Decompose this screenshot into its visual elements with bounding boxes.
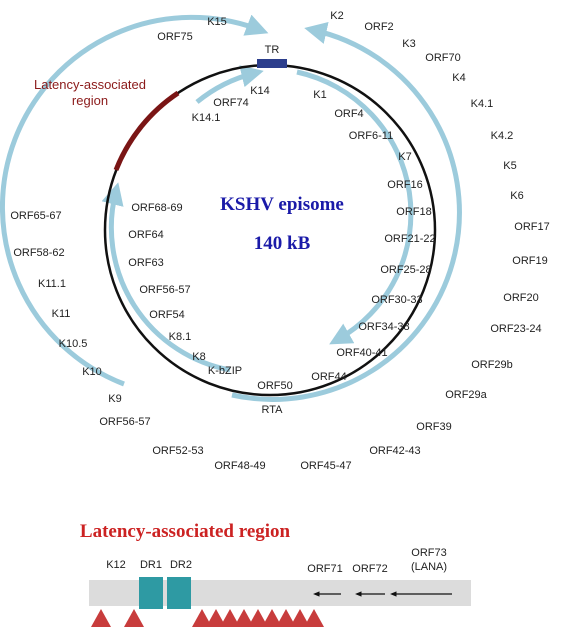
promoter-triangle [248, 609, 268, 627]
outer-label: K11.1 [38, 278, 66, 290]
dr2-box [167, 577, 191, 609]
inner-label: K14 [250, 85, 270, 97]
outer-label: ORF2 [364, 21, 393, 33]
dr2-label: DR2 [170, 559, 192, 571]
outer-label: K4.2 [491, 130, 514, 142]
outer-label: ORF56-57 [99, 416, 150, 428]
rta-label: RTA [262, 404, 284, 416]
outer-label: ORF48-49 [214, 460, 265, 472]
promoter-triangle [206, 609, 226, 627]
promoter-triangle [304, 609, 324, 627]
outer-label: K15 [207, 16, 227, 28]
outer-label: K10 [82, 366, 102, 378]
outer-label: ORF29a [445, 389, 487, 401]
promoter-triangle [220, 609, 240, 627]
inner-label: ORF68-69 [131, 202, 182, 214]
outer-label: ORF20 [503, 292, 538, 304]
outer-label: ORF52-53 [152, 445, 203, 457]
latency-region-title: Latency-associated region [80, 521, 291, 542]
outer-label: ORF23-24 [490, 323, 541, 335]
promoter-triangle [276, 609, 296, 627]
inner-label: ORF40-41 [336, 347, 387, 359]
promoter-triangle [124, 609, 144, 627]
inner-label: ORF4 [334, 108, 363, 120]
inner-label: ORF74 [213, 97, 248, 109]
inner-label: ORF34-38 [358, 321, 409, 333]
promoter-triangle [234, 609, 254, 627]
dr1-label: DR1 [140, 559, 162, 571]
inner-label: ORF44 [311, 371, 346, 383]
outer-label: ORF70 [425, 52, 460, 64]
outer-label: ORF45-47 [300, 460, 351, 472]
inner-label: ORF50 [257, 380, 292, 392]
promoter-triangle [91, 609, 111, 627]
outer-label: K10.5 [59, 338, 88, 350]
latency-region: Latency-associated region K12 DR1 DR2 OR… [80, 521, 471, 627]
tr-block [257, 59, 287, 68]
latency-arc [113, 90, 180, 171]
inner-arrow-right [296, 69, 414, 345]
outer-label: ORF17 [514, 221, 549, 233]
k12-label: K12 [106, 559, 126, 571]
outer-label: ORF39 [416, 421, 451, 433]
promoter-triangle [290, 609, 310, 627]
inner-label: K14.1 [192, 112, 221, 124]
inner-label: ORF6-11 [349, 130, 393, 142]
center-subtitle: 140 kB [254, 233, 311, 254]
outer-label: ORF75 [157, 31, 192, 43]
inner-label: K1 [313, 89, 326, 101]
promoter-triangle [262, 609, 282, 627]
outer-label: K5 [503, 160, 516, 172]
inner-label: ORF63 [128, 257, 163, 269]
inner-arrow-left [101, 182, 231, 373]
inner-label: ORF64 [128, 229, 163, 241]
outer-label: K3 [402, 38, 415, 50]
lana-label: (LANA) [411, 561, 447, 573]
tr-label: TR [265, 44, 280, 56]
orf72-label: ORF72 [352, 563, 387, 575]
outer-label: ORF65-67 [10, 210, 61, 222]
inner-label: K7 [398, 151, 411, 163]
outer-arrow-right [231, 21, 462, 402]
orf73-label: ORF73 [411, 547, 446, 559]
outer-label: K4.1 [471, 98, 494, 110]
outer-label: ORF58-62 [13, 247, 64, 259]
inner-label: ORF56-57 [139, 284, 190, 296]
inner-label: ORF16 [387, 179, 422, 191]
inner-label: ORF30-33 [371, 294, 422, 306]
inner-arrow-top [195, 65, 264, 104]
inner-label: K8.1 [169, 331, 192, 343]
outer-labels: K2 ORF2 K3 ORF70 K4 K4.1 K4.2 K5 K6 ORF1… [10, 10, 549, 472]
latency-label-line2: region [72, 93, 108, 108]
orf71-label: ORF71 [307, 563, 342, 575]
outer-label: K2 [330, 10, 343, 22]
outer-label: K4 [452, 72, 465, 84]
outer-label: ORF29b [471, 359, 513, 371]
dr1-box [139, 577, 163, 609]
inner-label: K-bZIP [208, 365, 242, 377]
latency-label-line1: Latency-associated [34, 77, 146, 92]
inner-label: ORF54 [149, 309, 184, 321]
outer-label: K11 [52, 308, 71, 320]
inner-label: ORF21-22 [384, 233, 435, 245]
promoter-triangle [192, 609, 212, 627]
inner-label: ORF25-28 [380, 264, 431, 276]
inner-labels: K1 ORF4 ORF6-11 K7 ORF16 ORF18 ORF21-22 … [128, 85, 435, 392]
outer-label: K6 [510, 190, 523, 202]
outer-label: K9 [108, 393, 121, 405]
outer-arrow-left [0, 14, 269, 387]
inner-label: ORF18 [396, 206, 431, 218]
outer-label: ORF19 [512, 255, 547, 267]
inner-label: K8 [192, 351, 205, 363]
center-title: KSHV episome [220, 194, 344, 215]
outer-label: ORF42-43 [369, 445, 420, 457]
